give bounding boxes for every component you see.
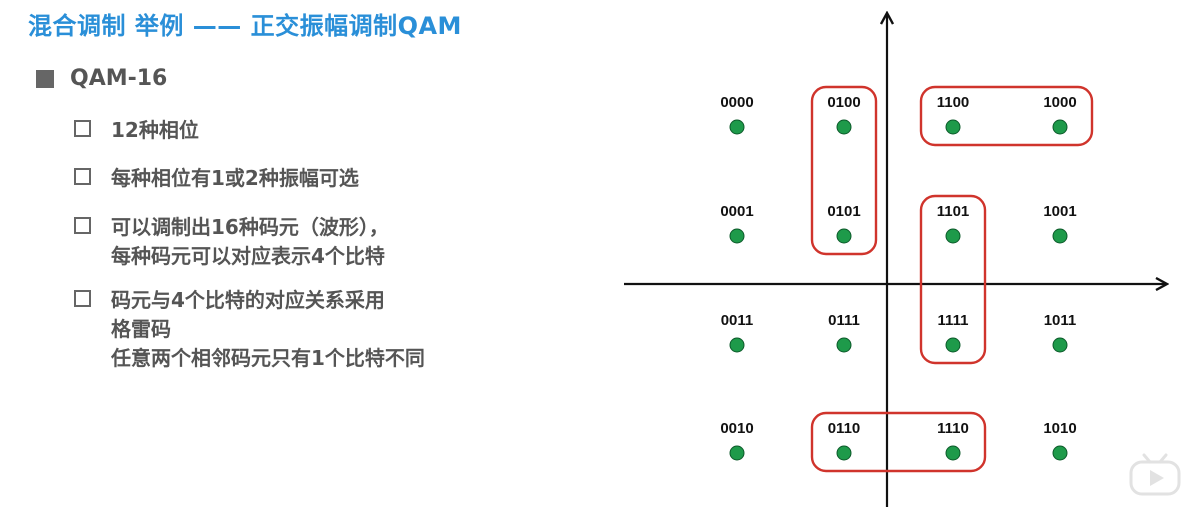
highlight-group-4 (810, 411, 987, 473)
point-label: 0110 (828, 420, 861, 437)
point-label: 0100 (827, 94, 860, 111)
constellation-point-0000: 0000 (720, 94, 754, 135)
sub-bullet-text: 每种码元可以对应表示4个比特 (111, 244, 385, 268)
sub-bullet-text: 格雷码 (111, 317, 171, 341)
main-bullet: QAM-16 (36, 66, 167, 91)
constellation-point-0111: 0111 (828, 312, 860, 353)
constellation-point-1010: 1010 (1043, 420, 1077, 461)
constellation-point-1111: 1111 (938, 312, 969, 353)
point-label: 0001 (720, 203, 753, 220)
constellation-point-0010: 0010 (720, 420, 754, 461)
point-label: 0010 (720, 420, 753, 437)
play-logo-icon (1129, 453, 1181, 496)
sub-bullet-text: 可以调制出16种码元（波形）， (111, 215, 389, 239)
point-label: 1011 (1044, 312, 1077, 329)
point-dot (836, 119, 852, 135)
constellation-point-1100: 1100 (937, 94, 970, 135)
point-label: 1101 (937, 203, 970, 220)
point-dot (945, 337, 961, 353)
constellation-point-1011: 1011 (1044, 312, 1077, 353)
sub-bullet-text: 码元与4个比特的对应关系采用 (111, 288, 385, 312)
constellation-point-0100: 0100 (827, 94, 861, 135)
point-dot (729, 445, 745, 461)
filled-square-bullet-icon (36, 69, 54, 88)
constellation-point-1001: 1001 (1043, 203, 1077, 244)
constellation-point-0001: 0001 (720, 203, 754, 244)
point-dot (836, 228, 852, 244)
main-bullet-text: QAM-16 (70, 66, 168, 91)
point-dot (1052, 337, 1068, 353)
point-label: 0111 (828, 312, 860, 329)
sub-bullet-text: 任意两个相邻码元只有1个比特不同 (111, 346, 425, 370)
point-dot (1052, 228, 1068, 244)
sub-bullet-3: 可以调制出16种码元（波形）， 每种码元可以对应表示4个比特 (74, 213, 389, 271)
sub-bullet-1: 12种相位 (74, 116, 199, 145)
constellation-point-0011: 0011 (721, 312, 754, 353)
point-dot (836, 337, 852, 353)
outline-square-bullet-icon (74, 168, 91, 185)
outline-square-bullet-icon (74, 120, 91, 137)
point-label: 1111 (938, 312, 969, 329)
point-dot (945, 445, 961, 461)
point-label: 1010 (1043, 420, 1076, 437)
point-label: 0101 (827, 203, 860, 220)
sub-bullet-4: 码元与4个比特的对应关系采用 格雷码 任意两个相邻码元只有1个比特不同 (74, 286, 425, 373)
sub-bullet-2: 每种相位有1或2种振幅可选 (74, 164, 359, 193)
constellation-point-0101: 0101 (827, 203, 861, 244)
constellation-point-1110: 1110 (937, 420, 969, 461)
point-label: 0000 (720, 94, 753, 111)
highlight-group-1 (810, 85, 878, 256)
point-dot (1052, 119, 1068, 135)
point-dot (729, 337, 745, 353)
point-label: 1001 (1043, 203, 1076, 220)
outline-square-bullet-icon (74, 290, 91, 307)
highlight-group-2 (919, 85, 1094, 147)
point-dot (945, 228, 961, 244)
constellation-point-1000: 1000 (1043, 94, 1077, 135)
point-dot (729, 228, 745, 244)
highlight-group-3 (919, 194, 987, 365)
constellation-point-0110: 0110 (828, 420, 861, 461)
point-label: 1000 (1043, 94, 1076, 111)
point-label: 0011 (721, 312, 754, 329)
slide-title: 混合调制 举例 —— 正交振幅调制QAM (28, 12, 462, 40)
sub-bullet-text: 12种相位 (111, 118, 199, 142)
constellation-point-1101: 1101 (937, 203, 970, 244)
point-dot (836, 445, 852, 461)
point-dot (1052, 445, 1068, 461)
point-label: 1110 (937, 420, 969, 437)
point-dot (729, 119, 745, 135)
point-dot (945, 119, 961, 135)
point-label: 1100 (937, 94, 970, 111)
outline-square-bullet-icon (74, 217, 91, 234)
sub-bullet-text: 每种相位有1或2种振幅可选 (111, 166, 359, 190)
